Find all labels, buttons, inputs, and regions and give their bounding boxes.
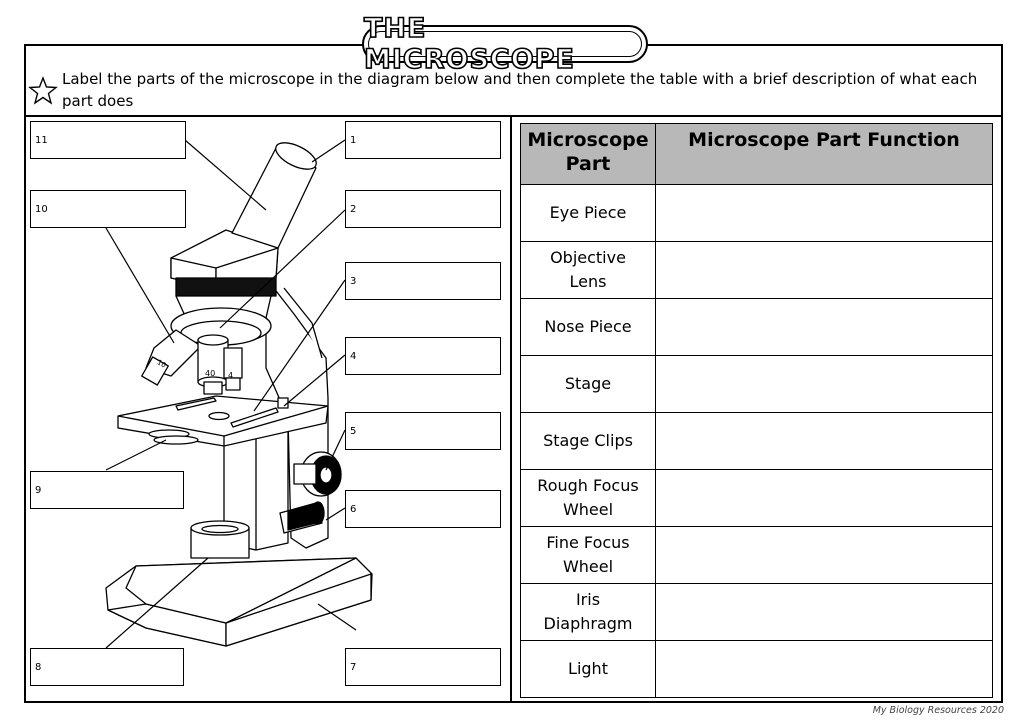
table-row: Eye Piece — [520, 184, 993, 242]
label-number: 7 — [350, 662, 357, 673]
function-cell[interactable] — [655, 469, 993, 527]
table-row: Nose Piece — [520, 298, 993, 356]
label-box-6[interactable]: 6 — [345, 490, 501, 528]
part-name: Rough Focus Wheel — [520, 469, 656, 527]
function-cell[interactable] — [655, 184, 993, 242]
part-name: Fine Focus Wheel — [520, 526, 656, 584]
header-part: Microscope Part — [520, 123, 656, 185]
table-header-row: Microscope Part Microscope Part Function — [520, 123, 993, 185]
label-box-10[interactable]: 10 — [30, 190, 186, 228]
part-name: Stage Clips — [520, 412, 656, 470]
label-box-11[interactable]: 11 — [30, 121, 186, 159]
microscope-diagram: 11 10 9 8 1 2 3 4 5 6 7 10 40 4 — [26, 118, 510, 701]
function-cell[interactable] — [655, 583, 993, 641]
label-number: 4 — [350, 351, 357, 362]
label-box-3[interactable]: 3 — [345, 262, 501, 300]
part-name: Stage — [520, 355, 656, 413]
label-box-9[interactable]: 9 — [30, 471, 184, 509]
label-number: 5 — [350, 426, 357, 437]
label-number: 6 — [350, 504, 357, 515]
label-box-5[interactable]: 5 — [345, 412, 501, 450]
table-row: Stage — [520, 355, 993, 413]
label-number: 8 — [35, 662, 42, 673]
lens-marking-40: 40 — [205, 369, 216, 378]
page-title: THE MICROSCOPE — [363, 12, 575, 76]
function-cell[interactable] — [655, 298, 993, 356]
instructions-row: Label the parts of the microscope in the… — [24, 62, 1003, 117]
function-cell[interactable] — [655, 355, 993, 413]
table-row: Iris Diaphragm — [520, 583, 993, 641]
label-number: 11 — [35, 135, 48, 146]
label-number: 2 — [350, 204, 357, 215]
label-number: 1 — [350, 135, 357, 146]
table-row: Stage Clips — [520, 412, 993, 470]
function-cell[interactable] — [655, 412, 993, 470]
microscope-drawing — [105, 139, 373, 649]
function-cell[interactable] — [655, 640, 993, 698]
table-row: Light — [520, 640, 993, 698]
part-name: Iris Diaphragm — [520, 583, 656, 641]
label-box-1[interactable]: 1 — [345, 121, 501, 159]
label-box-4[interactable]: 4 — [345, 337, 501, 375]
table-row: Fine Focus Wheel — [520, 526, 993, 584]
part-name: Eye Piece — [520, 184, 656, 242]
table-row: Objective Lens — [520, 241, 993, 299]
function-cell[interactable] — [655, 526, 993, 584]
title-banner: THE MICROSCOPE — [362, 12, 648, 76]
function-cell[interactable] — [655, 241, 993, 299]
label-number: 10 — [35, 204, 48, 215]
star-icon — [28, 76, 58, 105]
section-divider — [510, 116, 512, 703]
instructions-text: Label the parts of the microscope in the… — [62, 70, 978, 110]
credit-text: My Biology Resources 2020 — [872, 705, 1004, 716]
label-box-8[interactable]: 8 — [30, 648, 184, 686]
label-number: 9 — [35, 485, 42, 496]
label-number: 3 — [350, 276, 357, 287]
table-row: Rough Focus Wheel — [520, 469, 993, 527]
header-function: Microscope Part Function — [655, 123, 993, 185]
part-name: Objective Lens — [520, 241, 656, 299]
label-box-7[interactable]: 7 — [345, 648, 501, 686]
label-box-2[interactable]: 2 — [345, 190, 501, 228]
part-name: Nose Piece — [520, 298, 656, 356]
function-table: Microscope Part Microscope Part Function… — [520, 123, 993, 698]
lens-marking-4: 4 — [228, 371, 234, 380]
part-name: Light — [520, 640, 656, 698]
